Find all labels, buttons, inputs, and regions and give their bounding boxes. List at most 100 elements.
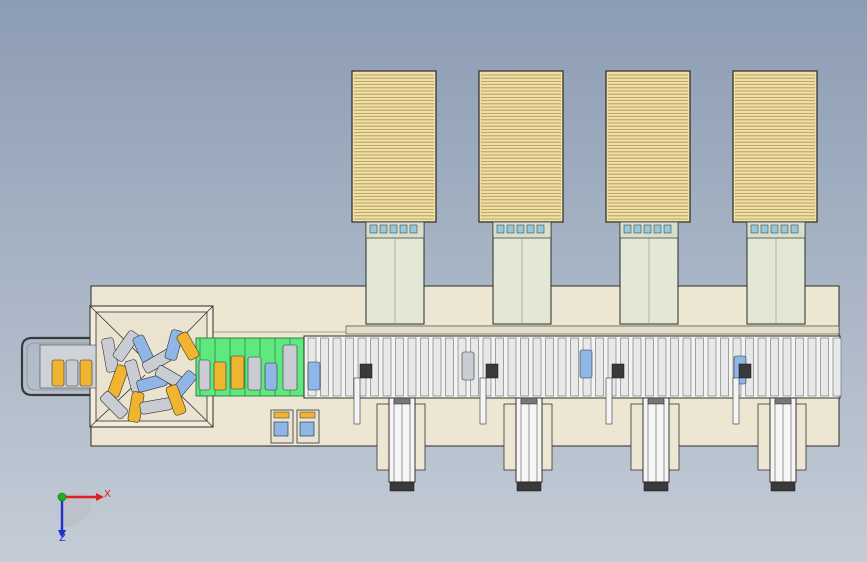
- pusher-foot: [770, 481, 796, 492]
- conveyor-roller: [595, 337, 604, 397]
- chute-roller: [760, 224, 769, 234]
- conveyor-roller: [332, 337, 342, 397]
- infeed-can: [51, 359, 65, 387]
- conveyor-roller: [670, 337, 679, 397]
- conveyor-can: [307, 361, 321, 391]
- conveyor-roller: [682, 337, 692, 397]
- chute-roller: [790, 224, 799, 234]
- conveyor-roller: [757, 337, 767, 397]
- ejector-head: [738, 363, 752, 379]
- axis-triad: X Z: [57, 489, 111, 544]
- conveyor-roller: [645, 337, 654, 397]
- conveyor-roller: [345, 337, 354, 397]
- conveyor-roller: [807, 337, 817, 397]
- green-sorting-belt: [195, 337, 305, 397]
- axis-y-dot: [57, 492, 67, 502]
- conveyor-roller: [707, 337, 717, 397]
- conveyor-roller: [407, 337, 417, 397]
- conveyor-roller: [395, 337, 404, 397]
- chute-roller: [369, 224, 378, 234]
- conveyor-roller: [520, 337, 529, 397]
- chute-roller: [653, 224, 662, 234]
- magazine-stacks: [351, 70, 818, 223]
- chute-roller: [750, 224, 759, 234]
- conveyor-roller: [695, 337, 704, 397]
- conveyor-roller: [382, 337, 392, 397]
- axis-z-arrow: [58, 530, 66, 538]
- conveyor-can: [579, 349, 593, 379]
- ejector-head: [611, 363, 625, 379]
- chute-roller: [536, 224, 545, 234]
- conveyor-roller: [570, 337, 579, 397]
- chute-roller: [643, 224, 652, 234]
- conveyor-roller: [420, 337, 429, 397]
- pusher-4: [757, 397, 807, 492]
- axis-z-label: Z: [59, 533, 66, 544]
- pusher-2: [503, 397, 553, 492]
- conveyor-roller: [795, 337, 804, 397]
- conveyor-roller: [545, 337, 554, 397]
- chute-roller: [633, 224, 642, 234]
- chute-roller: [399, 224, 408, 234]
- ejector-head: [485, 363, 499, 379]
- ejector-rod: [732, 377, 740, 425]
- magazine-body: [732, 70, 818, 223]
- conveyor-roller: [770, 337, 779, 397]
- magazine-body: [351, 70, 437, 223]
- axis-x-arrow: [96, 493, 104, 501]
- belt-can: [264, 362, 278, 391]
- magazine-body: [605, 70, 691, 223]
- magazine-body: [478, 70, 564, 223]
- infeed-can: [79, 359, 93, 387]
- belt-can: [282, 344, 298, 391]
- magazine-1: [351, 70, 437, 223]
- pusher-cylinders: [376, 397, 807, 492]
- pusher-foot: [643, 481, 669, 492]
- belt-can: [213, 361, 227, 391]
- chute-1: [365, 221, 425, 325]
- magazine-4: [732, 70, 818, 223]
- conveyor-can: [461, 351, 475, 381]
- pusher-cap: [774, 397, 792, 405]
- infeed-guide-rail: [20, 336, 90, 397]
- pusher-3: [630, 397, 680, 492]
- magazine-3: [605, 70, 691, 223]
- feed-chutes: [365, 221, 806, 325]
- pusher-foot: [389, 481, 415, 492]
- pusher-cap: [393, 397, 411, 405]
- chute-4: [746, 221, 806, 325]
- conveyor-roller: [782, 337, 792, 397]
- ejector-head: [359, 363, 373, 379]
- belt-can: [230, 355, 245, 390]
- axis-x-label: X: [104, 489, 111, 500]
- ejector-rod: [353, 377, 361, 425]
- conveyor-roller: [820, 337, 829, 397]
- chute-2: [492, 221, 552, 325]
- conveyor-roller: [557, 337, 567, 397]
- conveyor-roller: [657, 337, 667, 397]
- conveyor-roller: [532, 337, 542, 397]
- chute-roller: [389, 224, 398, 234]
- infeed-can: [65, 359, 79, 387]
- infeed-cans: [39, 344, 97, 389]
- chute-roller: [526, 224, 535, 234]
- ejector-rod: [605, 377, 613, 425]
- conveyor-roller: [507, 337, 517, 397]
- chute-roller: [770, 224, 779, 234]
- hopper-can: [112, 330, 140, 362]
- conveyor-roller: [632, 337, 642, 397]
- chute-roller: [663, 224, 672, 234]
- pusher-cap: [647, 397, 665, 405]
- conveyor-roller: [445, 337, 454, 397]
- conveyor-roller: [832, 337, 842, 397]
- jumbled-cans: [100, 329, 200, 423]
- chute-3: [619, 221, 679, 325]
- chute-roller: [409, 224, 418, 234]
- chute-roller: [780, 224, 789, 234]
- conveyor-roller: [720, 337, 729, 397]
- sensor-units: [270, 409, 320, 444]
- magazine-2: [478, 70, 564, 223]
- chute-roller: [623, 224, 632, 234]
- belt-can: [198, 359, 211, 391]
